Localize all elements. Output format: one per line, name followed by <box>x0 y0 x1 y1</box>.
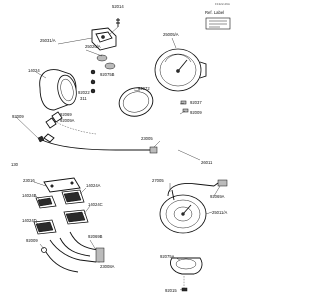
wire-harness-23008a <box>41 231 105 273</box>
label-92069a: 92069A <box>210 194 225 199</box>
label-52014: 52014 <box>112 4 124 9</box>
label-130: 130 <box>11 162 19 167</box>
label-92037: 92037 <box>190 100 202 105</box>
ref-label: Ref. Label <box>205 10 231 30</box>
label-25031a: 25031/A <box>40 38 56 43</box>
label-14024a: 14024A <box>86 183 101 188</box>
lamp-housing-14024d <box>33 219 57 235</box>
label-92009-b: 92009 <box>190 110 202 115</box>
label-92009a: 92009A <box>60 118 75 123</box>
ref-label-text: Ref. Label <box>205 10 224 15</box>
label-14024b: 14024B <box>22 193 37 198</box>
bracket-92075a <box>170 257 203 275</box>
bolt-130 <box>37 135 45 143</box>
label-27005: 27005 <box>152 178 164 183</box>
label-25026a: 25026/A <box>85 44 101 49</box>
clip-52014 <box>116 18 120 27</box>
label-92072: 92072 <box>138 86 150 91</box>
label-14024d: 14024D <box>22 218 37 223</box>
plug-92069a <box>213 179 228 187</box>
label-92009-a: 92009 <box>12 114 24 119</box>
label-23008a: 23008A <box>100 264 115 269</box>
bottom-left-leaders <box>33 181 100 263</box>
label-92075b: 92075B <box>100 72 115 77</box>
label-311: 311 <box>80 96 87 101</box>
parts-diagram: F1322-29A Ref. Label <box>11 2 231 293</box>
lamp-bracket-23016 <box>43 177 81 193</box>
label-92022: 92022 <box>78 90 90 95</box>
meter-cup-14024 <box>39 69 77 111</box>
ref-label-box <box>205 17 231 30</box>
lamp-housing-14024b <box>35 195 57 209</box>
speedometer-25005a <box>154 48 207 92</box>
rubber-mount-25026a <box>90 54 116 94</box>
label-92069: 92069 <box>60 112 72 117</box>
label-14024c: 14024C <box>88 202 103 207</box>
diagram-code: F1322-29A <box>215 2 230 6</box>
label-23016: 23016 <box>23 178 35 183</box>
label-92069b: 92069B <box>88 234 103 239</box>
bottom-right-leaders <box>169 183 221 291</box>
lamp-housing-14024c <box>63 209 89 225</box>
label-92009: 92009 <box>26 238 38 243</box>
bezel-ring <box>118 87 154 117</box>
label-14024: 14024 <box>28 68 40 73</box>
bulb-sockets <box>45 111 63 129</box>
label-92075a: 92075A <box>160 254 175 259</box>
screws-right <box>180 100 189 113</box>
lamp-housing-14024a <box>61 189 85 205</box>
label-26011: 26011 <box>201 160 213 165</box>
screw-92015 <box>181 276 188 292</box>
label-92015: 92015 <box>165 288 177 293</box>
label-23005: 23005 <box>141 136 153 141</box>
label-25011a: 25011/A <box>212 210 227 215</box>
cable-23005 <box>41 117 158 154</box>
gauge-cable-27005 <box>167 183 215 201</box>
label-25005a: 25005/A <box>163 32 179 37</box>
top-leaders <box>15 26 201 161</box>
gauge-25011a <box>159 194 207 234</box>
bracket-25031a <box>91 27 117 51</box>
